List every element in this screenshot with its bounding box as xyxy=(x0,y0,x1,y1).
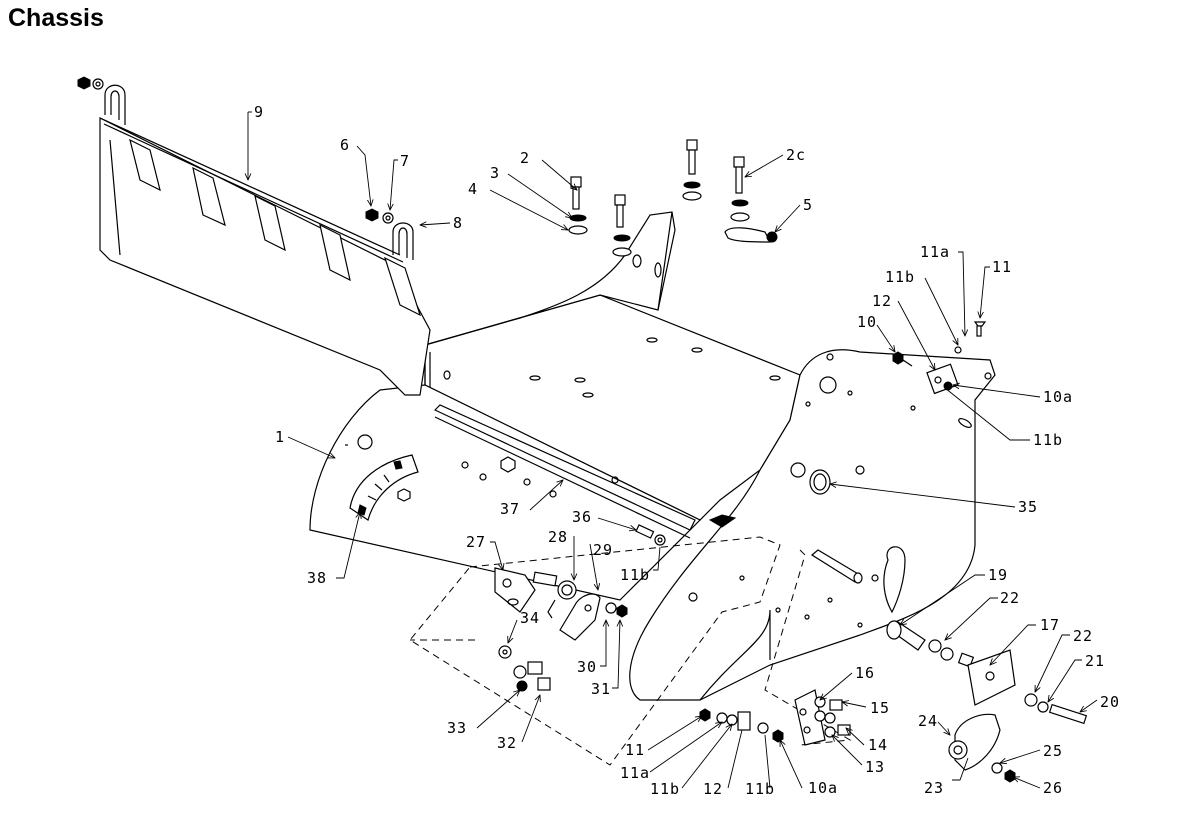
callout-35: 35 xyxy=(1018,498,1038,516)
callout-11b-bottom-a: 11b xyxy=(650,780,680,798)
callout-17: 17 xyxy=(1040,616,1060,634)
callout-11-top: 11 xyxy=(992,258,1012,276)
upper-right-bracket-hardware xyxy=(892,321,987,395)
callout-8: 8 xyxy=(453,214,463,232)
cross-bar xyxy=(635,514,737,546)
front-shield xyxy=(77,76,431,396)
page-title: Chassis xyxy=(8,4,104,32)
callout-22-b: 22 xyxy=(1073,627,1093,645)
shaft-assembly xyxy=(809,469,926,651)
callout-31: 31 xyxy=(591,680,611,698)
callout-10a-bottom: 10a xyxy=(808,779,838,797)
callout-16: 16 xyxy=(855,664,875,682)
callout-33: 33 xyxy=(447,719,467,737)
callout-30: 30 xyxy=(577,658,597,676)
scale-plate xyxy=(349,454,419,521)
callout-11a-top: 11a xyxy=(920,243,950,261)
callout-7: 7 xyxy=(400,152,410,170)
callout-12-top: 12 xyxy=(872,292,892,310)
callout-26: 26 xyxy=(1043,779,1063,797)
callout-34: 34 xyxy=(520,609,540,627)
callout-14: 14 xyxy=(868,736,888,754)
lever-assembly xyxy=(409,536,781,766)
callout-38: 38 xyxy=(307,569,327,587)
callout-11a-bottom: 11a xyxy=(620,764,650,782)
callout-36: 36 xyxy=(572,508,592,526)
callout-10-top: 10 xyxy=(857,313,877,331)
callout-32: 32 xyxy=(497,734,517,752)
callout-6: 6 xyxy=(340,136,350,154)
callout-15: 15 xyxy=(870,699,890,717)
callout-5: 5 xyxy=(803,196,813,214)
callout-10a-top: 10a xyxy=(1043,388,1073,406)
callout-12-bottom: 12 xyxy=(703,780,723,798)
callout-21: 21 xyxy=(1085,652,1105,670)
callout-28: 28 xyxy=(548,528,568,546)
leader-lines xyxy=(248,111,1098,789)
callout-11b-right: 11b xyxy=(1033,431,1063,449)
callout-19: 19 xyxy=(988,566,1008,584)
top-bolts xyxy=(568,139,778,257)
right-drive-assembly xyxy=(928,639,1088,783)
callout-2: 2 xyxy=(520,149,530,167)
callout-22-a: 22 xyxy=(1000,589,1020,607)
callout-11-bottom: 11 xyxy=(625,741,645,759)
callout-23: 23 xyxy=(924,779,944,797)
callout-37: 37 xyxy=(500,500,520,518)
callout-24: 24 xyxy=(918,712,938,730)
callout-3: 3 xyxy=(490,164,500,182)
callout-1: 1 xyxy=(275,428,285,446)
callout-9: 9 xyxy=(254,103,264,121)
callout-20: 20 xyxy=(1100,693,1120,711)
callout-labels: 1 2 2c 3 4 5 6 7 8 9 10 10a 11 11a 11b 1… xyxy=(254,103,1120,798)
callout-27: 27 xyxy=(466,533,486,551)
callout-4: 4 xyxy=(468,180,478,198)
callout-25: 25 xyxy=(1043,742,1063,760)
callout-13: 13 xyxy=(865,758,885,776)
callout-11b-mid: 11b xyxy=(620,566,650,584)
callout-2c: 2c xyxy=(786,146,806,164)
callout-29: 29 xyxy=(593,541,613,559)
callout-11b-bottom-b: 11b xyxy=(745,780,775,798)
callout-11b-top: 11b xyxy=(885,268,915,286)
